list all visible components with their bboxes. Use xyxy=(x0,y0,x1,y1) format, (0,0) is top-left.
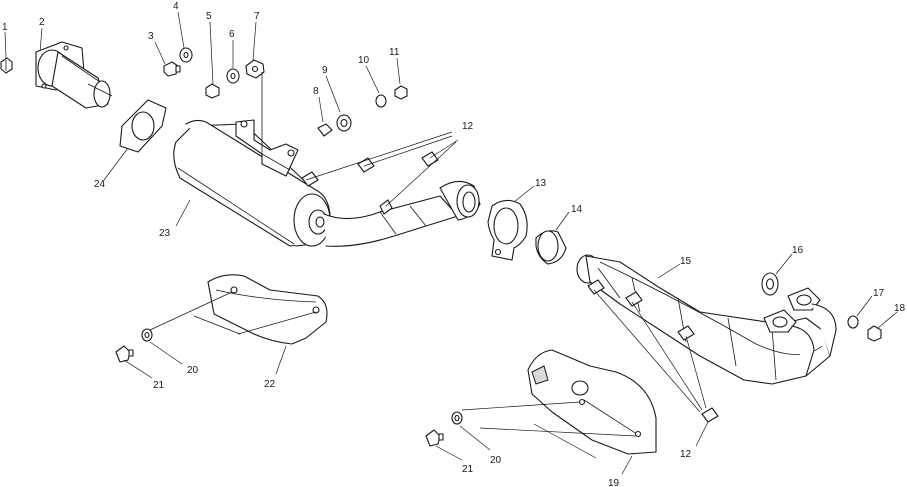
part-19-heat-shield xyxy=(461,349,657,475)
callout-7: 7 xyxy=(254,11,260,22)
part-18-bolt xyxy=(867,311,898,342)
callout-20-left: 20 xyxy=(187,365,199,376)
part-20-washer-right xyxy=(451,411,491,451)
part-22-heat-shield xyxy=(149,274,328,375)
callout-11: 11 xyxy=(389,47,400,58)
callout-8: 8 xyxy=(313,86,319,97)
callout-2: 2 xyxy=(39,17,45,28)
callout-22: 22 xyxy=(264,379,276,390)
part-14-sleeve xyxy=(535,211,570,265)
part-3-bolt xyxy=(154,41,181,77)
part-13-clamp xyxy=(487,185,535,261)
part-7-nut xyxy=(245,21,265,79)
callout-13: 13 xyxy=(535,178,547,189)
part-10-washer xyxy=(365,65,387,108)
part-4-washer xyxy=(177,11,193,63)
part-11-nut xyxy=(394,57,408,100)
callout-10: 10 xyxy=(358,55,370,66)
part-24-gasket xyxy=(103,99,167,181)
callout-3: 3 xyxy=(148,31,154,42)
part-20-washer-left xyxy=(141,328,183,365)
part-8-spacer xyxy=(317,96,333,137)
part-1-bolt xyxy=(0,31,13,74)
part-23-muffler xyxy=(173,72,481,247)
callout-24: 24 xyxy=(94,179,106,190)
callout-21-right: 21 xyxy=(462,464,474,475)
part-9-grommet xyxy=(325,75,352,132)
part-12-clips-upper xyxy=(301,131,459,215)
callout-1: 1 xyxy=(2,22,8,33)
callout-20-right: 20 xyxy=(490,455,502,466)
callout-23: 23 xyxy=(159,228,171,239)
part-17-washer xyxy=(847,295,873,329)
part-21-bolt-left xyxy=(115,345,153,379)
callout-5: 5 xyxy=(206,11,212,22)
callout-12-upper: 12 xyxy=(462,121,474,132)
part-15-head-pipe xyxy=(576,254,837,385)
callout-6: 6 xyxy=(229,29,235,40)
callout-16: 16 xyxy=(792,245,804,256)
callout-18: 18 xyxy=(894,303,906,314)
part-12-clips-lower xyxy=(587,279,719,447)
callout-17: 17 xyxy=(873,288,885,299)
part-21-bolt-right xyxy=(425,429,463,461)
callout-19: 19 xyxy=(608,478,620,487)
part-5-bolt xyxy=(205,21,220,99)
callout-4: 4 xyxy=(173,1,179,12)
callout-21-left: 21 xyxy=(153,380,165,391)
callout-12-lower: 12 xyxy=(680,449,692,460)
callout-9: 9 xyxy=(322,65,328,76)
part-2-spark-arrestor xyxy=(35,27,113,109)
callout-14: 14 xyxy=(571,204,583,215)
part-6-washer xyxy=(226,40,240,84)
part-16-gasket xyxy=(761,253,793,296)
callout-15: 15 xyxy=(680,256,692,267)
